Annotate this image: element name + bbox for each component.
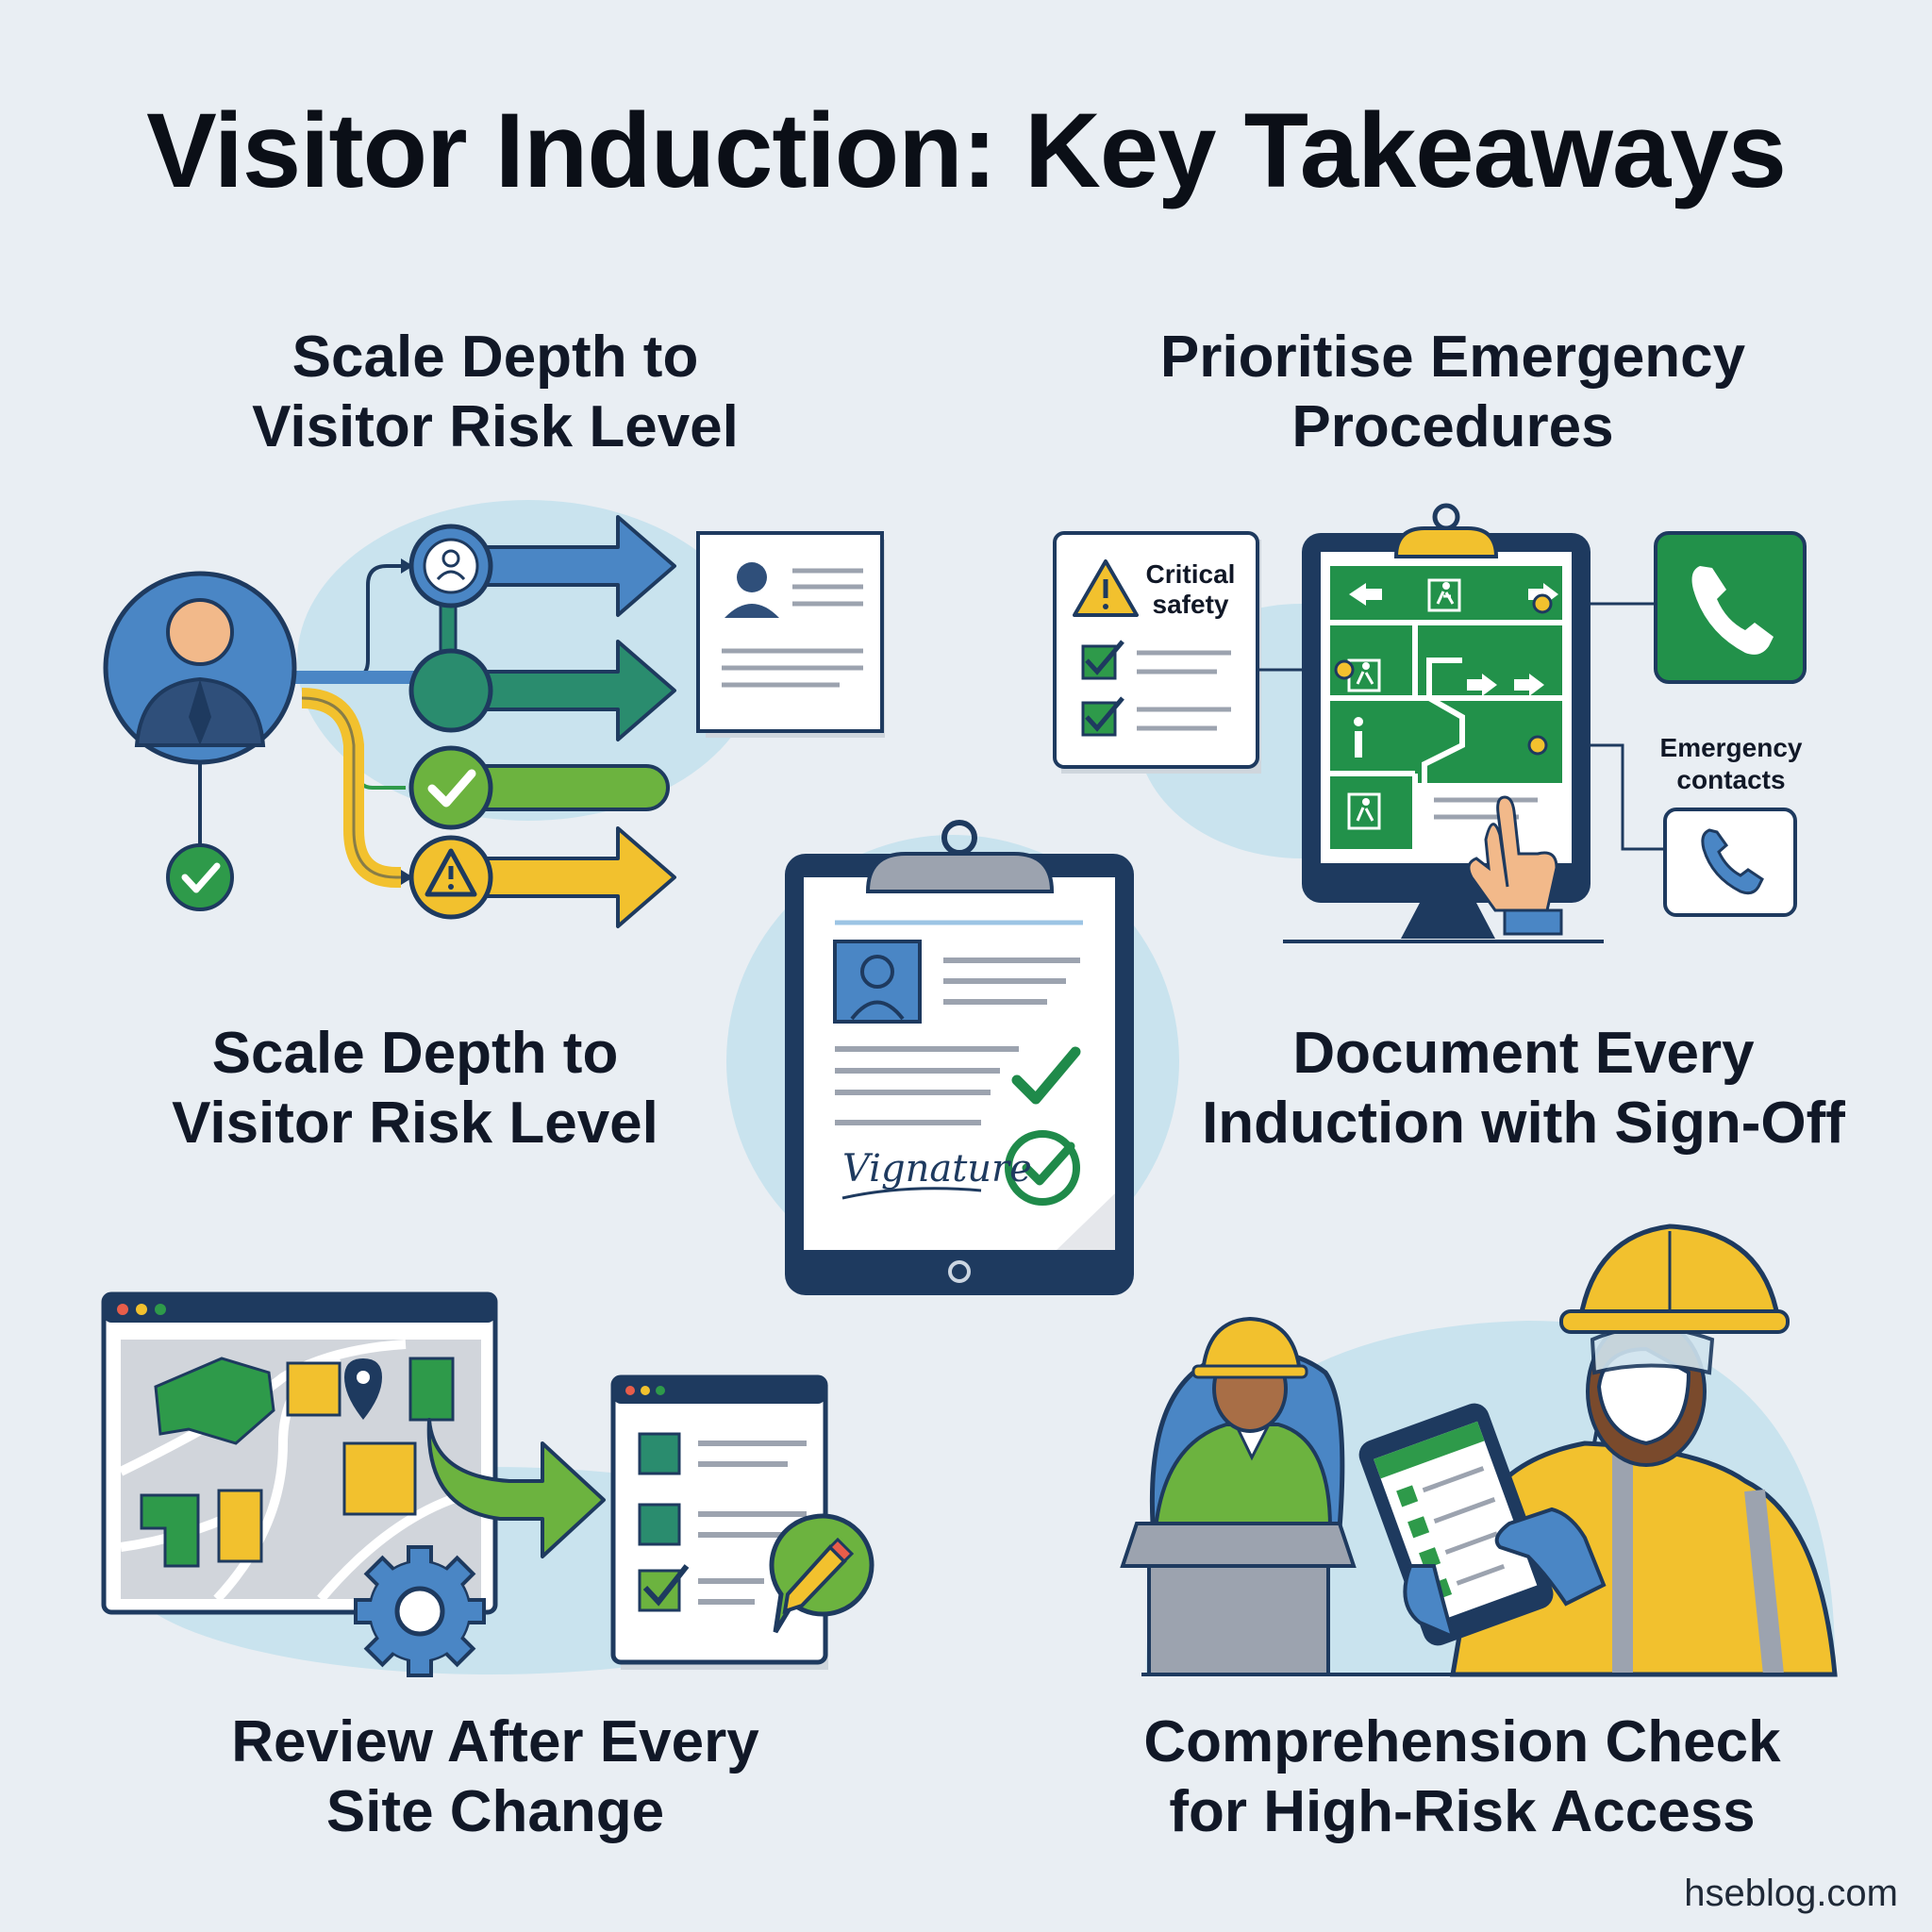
hard-hat-icon <box>1200 1316 1303 1374</box>
heading-line: Comprehension Check <box>1143 1709 1781 1774</box>
section-heading-document-sign-off: Document Every Induction with Sign-Off <box>1179 1019 1868 1158</box>
section-heading-scale-depth-repeat: Scale Depth to Visitor Risk Level <box>104 1019 726 1158</box>
critical-safety-label: safety <box>1153 590 1229 619</box>
phone-icon <box>1654 531 1807 684</box>
emergency-contacts-label: contacts <box>1676 765 1785 794</box>
section-heading-scale-depth: Scale Depth to Visitor Risk Level <box>151 323 840 462</box>
section-heading-emergency-procedures: Prioritise Emergency Procedures <box>1085 323 1821 462</box>
heading-line: Prioritise Emergency <box>1159 325 1746 390</box>
site-change-illustration <box>101 1291 874 1677</box>
hard-hat-icon <box>1577 1224 1781 1324</box>
heading-line: Visitor Risk Level <box>252 394 739 459</box>
check-icon <box>1005 1130 1080 1206</box>
heading-line: Site Change <box>325 1779 665 1844</box>
critical-safety-label: Critical <box>1146 559 1236 589</box>
gear-icon <box>354 1545 486 1677</box>
check-icon <box>166 843 234 911</box>
check-icon <box>408 745 493 830</box>
heading-line: Scale Depth to <box>211 1021 619 1086</box>
heading-line: Review After Every <box>231 1709 759 1774</box>
phone-icon <box>1663 808 1797 917</box>
heading-line: Visitor Risk Level <box>172 1091 658 1156</box>
comprehension-check-illustration <box>1120 1224 1838 1677</box>
emergency-procedures-illustration: Critical safety <box>1053 503 1807 943</box>
section-heading-review-site-change: Review After Every Site Change <box>151 1707 840 1847</box>
watermark: hseblog.com <box>1684 1873 1898 1914</box>
section-heading-comprehension-check: Comprehension Check for High-Risk Access <box>1094 1707 1830 1847</box>
heading-line: Procedures <box>1291 394 1614 459</box>
heading-line: Document Every <box>1292 1021 1755 1086</box>
risk-routing-illustration <box>103 500 885 928</box>
emergency-contacts-label: Emergency <box>1660 733 1803 762</box>
heading-line: Induction with Sign-Off <box>1202 1091 1845 1156</box>
heading-line: for High-Risk Access <box>1169 1779 1756 1844</box>
map-pin-icon <box>344 1358 382 1420</box>
check-icon <box>1011 1046 1081 1105</box>
sign-off-illustration: Vignature <box>726 820 1179 1295</box>
page-title: Visitor Induction: Key Takeaways <box>146 92 1787 209</box>
heading-line: Scale Depth to <box>291 325 699 390</box>
signature-text: Vignature <box>842 1147 1032 1191</box>
